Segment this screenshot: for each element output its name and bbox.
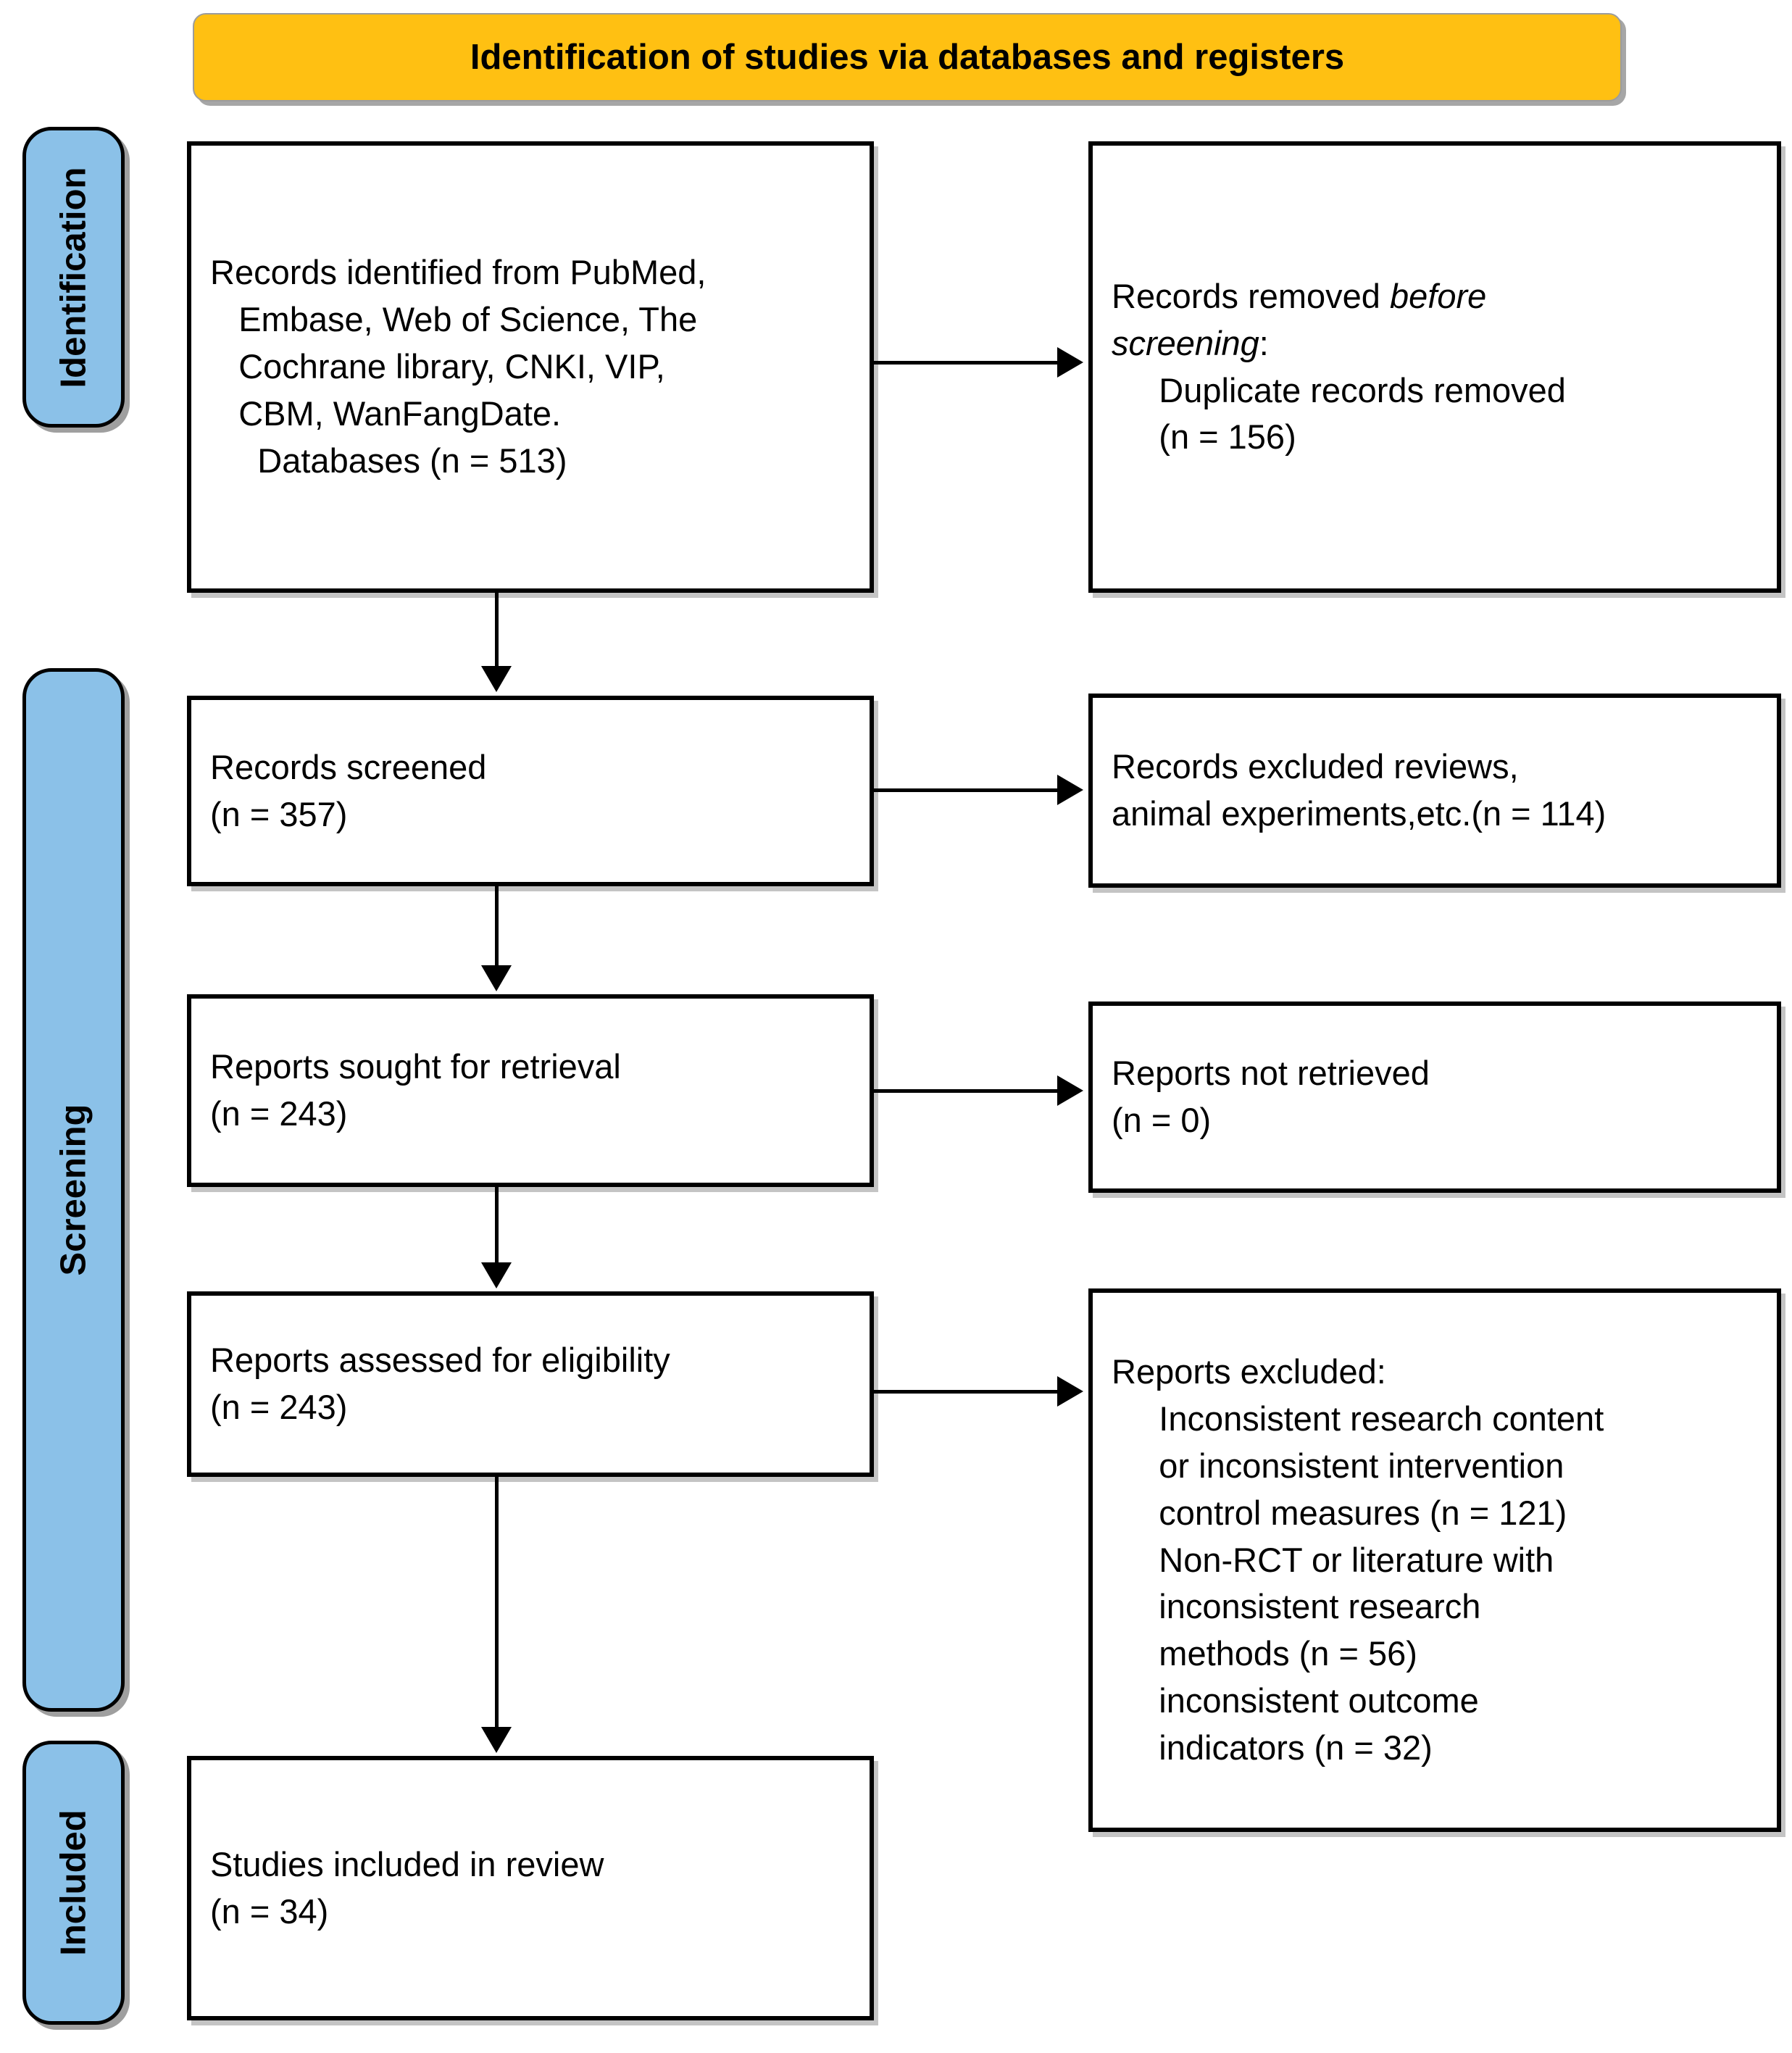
arrow-screened-to-excluded: [873, 775, 1083, 805]
reports-assessed-text: Reports assessed for eligibility (n = 24…: [210, 1341, 670, 1426]
box-reports-sought: Reports sought for retrieval (n = 243): [187, 994, 874, 1187]
records-removed-text: Records removed before screening: Duplic…: [1093, 273, 1572, 461]
records-screened-text: Records screened (n = 357): [210, 747, 487, 833]
arrow-screened-to-sought: [481, 886, 512, 991]
stage-screening-label: Screening: [54, 1104, 93, 1276]
box-records-identified: Records identified from PubMed, Embase, …: [187, 141, 874, 593]
reports-not-retrieved-text: Reports not retrieved (n = 0): [1112, 1054, 1430, 1139]
box-studies-included: Studies included in review (n = 34): [187, 1756, 874, 2020]
records-removed-normal-end: : Duplicate records removed (n = 156): [1159, 323, 1566, 457]
stage-identification: Identification: [22, 127, 125, 428]
studies-included-text: Studies included in review (n = 34): [210, 1844, 604, 1931]
box-reports-assessed: Reports assessed for eligibility (n = 24…: [187, 1291, 874, 1477]
stage-identification-label: Identification: [54, 167, 93, 388]
records-removed-normal-start: Records removed: [1112, 276, 1390, 315]
box-records-removed: Records removed before screening: Duplic…: [1088, 141, 1781, 593]
box-records-screened: Records screened (n = 357): [187, 696, 874, 886]
stage-screening: Screening: [22, 668, 125, 1712]
arrow-assessed-to-included: [481, 1476, 512, 1753]
title-banner: Identification of studies via databases …: [193, 13, 1622, 101]
reports-sought-text: Reports sought for retrieval (n = 243): [210, 1047, 621, 1133]
box-reports-excluded: Reports excluded: Inconsistent research …: [1088, 1288, 1781, 1832]
arrow-assessed-to-excluded: [873, 1376, 1083, 1407]
stage-included-label: Included: [54, 1810, 93, 1956]
records-identified-text: Records identified from PubMed, Embase, …: [210, 253, 707, 480]
records-removed-italic: before screening: [1112, 276, 1487, 362]
stage-included: Included: [22, 1741, 125, 2025]
box-reports-not-retrieved: Reports not retrieved (n = 0): [1088, 1001, 1781, 1193]
arrow-identified-to-removed: [873, 347, 1083, 378]
records-excluded-text: Records excluded reviews, animal experim…: [1112, 747, 1606, 833]
reports-excluded-text: Reports excluded: Inconsistent research …: [1112, 1352, 1604, 1767]
arrow-sought-to-not-retrieved: [873, 1075, 1083, 1106]
arrow-sought-to-assessed: [481, 1186, 512, 1288]
box-records-excluded: Records excluded reviews, animal experim…: [1088, 694, 1781, 888]
arrow-identified-to-screened: [481, 593, 512, 692]
